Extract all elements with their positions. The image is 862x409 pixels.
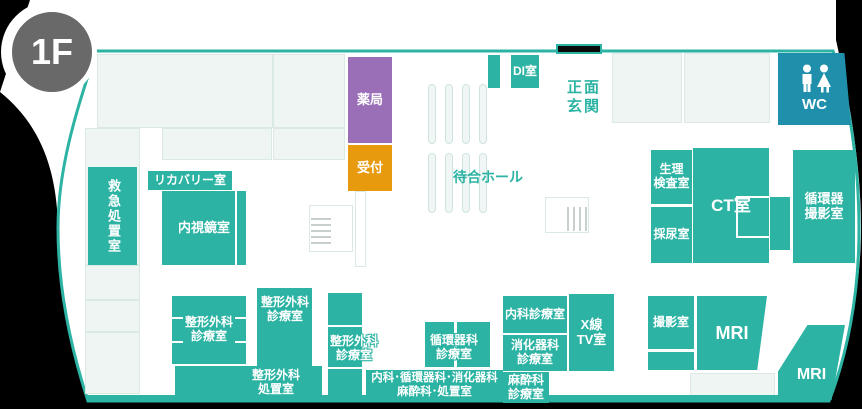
reception-counter: [355, 191, 366, 267]
room-cardio-consult-label: 循環器科 診療室: [429, 332, 478, 361]
entrance-mat: [556, 44, 602, 54]
room-urine-collection: 採尿室: [651, 207, 692, 263]
room-ortho-treatment: 整形外科 処置室: [175, 366, 322, 400]
room-label: 整形外科 診療室: [182, 315, 235, 345]
room-label: WC: [802, 96, 827, 114]
room-cell: [690, 373, 775, 397]
room-ortho-consult-2-label: 整形外科 診療室: [260, 294, 309, 323]
room-ortho-consult-3-label: 整形外科 診療室: [329, 333, 378, 362]
room-cell: [273, 128, 345, 160]
wall-segment: [488, 55, 500, 88]
bench: [479, 84, 487, 144]
room-label: CT室: [711, 195, 751, 215]
room-ct-annex: [770, 197, 790, 250]
room-label: 内視鏡室: [177, 219, 230, 235]
room-ct: CT室: [693, 148, 773, 263]
room-ortho-consult-1: 整形外科 診療室: [172, 296, 246, 364]
room-cell: [612, 53, 682, 123]
room-imaging-annex: [648, 352, 694, 370]
restroom-icon: [802, 64, 831, 93]
room-emergency: 救急処置室: [88, 167, 137, 265]
floor-badge-1f[interactable]: 1F: [7, 7, 97, 97]
room-imaging: 撮影室: [648, 296, 694, 349]
room-mri-1: MRI: [697, 296, 767, 370]
bench: [428, 153, 436, 213]
room-cardio-consult: [457, 322, 490, 367]
bench: [428, 84, 436, 144]
room-cardio-consult: [425, 322, 454, 367]
room-internal-consult: 内科診療室: [503, 296, 567, 333]
room-ortho-consult-3: [328, 369, 362, 400]
room-multi-treatment: [366, 370, 503, 402]
room-cardio-imaging: 循環器 撮影室: [793, 150, 855, 263]
waiting-hall-label: 待合ホール: [453, 169, 523, 186]
room-cell: [85, 332, 140, 394]
room-ortho-consult-3: [328, 293, 362, 325]
bench: [462, 153, 470, 213]
room-wc: WC: [778, 53, 851, 125]
stairs-icon: [311, 218, 331, 248]
room-endoscopy: 内視鏡室: [162, 191, 246, 265]
bench: [479, 153, 487, 213]
room-ortho-consult-3: [328, 327, 362, 367]
room-cell: [85, 300, 140, 332]
room-xray-tv: X線 TV室: [569, 294, 614, 371]
room-label: 救急処置室: [105, 178, 121, 254]
room-multi-treatment-label: 内科･循環器科･消化器科 麻酔科･処置室: [371, 372, 498, 398]
bench: [445, 153, 453, 213]
room-cell: [97, 54, 273, 128]
main-entrance-label: 正面 玄関: [566, 79, 601, 115]
room-pharmacy: 薬局: [348, 57, 392, 143]
room-cell: [162, 128, 272, 160]
room-physiology-exam: 生理 検査室: [651, 150, 692, 204]
stairs-icon: [567, 207, 587, 231]
room-divider: [736, 196, 773, 238]
room-di: DI室: [511, 55, 539, 88]
room-cell: [273, 54, 345, 128]
room-anesthesia-consult: 麻酔科 診療室: [503, 372, 549, 403]
bench: [445, 84, 453, 144]
room-cell: [684, 53, 770, 123]
room-recovery: リカバリー室: [148, 171, 232, 190]
room-gastro-consult: 消化器科 診療室: [503, 335, 567, 371]
room-divider: [235, 191, 237, 265]
bench: [462, 84, 470, 144]
room-ortho-consult-2: [257, 288, 312, 366]
room-cell: [85, 265, 140, 300]
room-reception: 受付: [348, 145, 392, 191]
